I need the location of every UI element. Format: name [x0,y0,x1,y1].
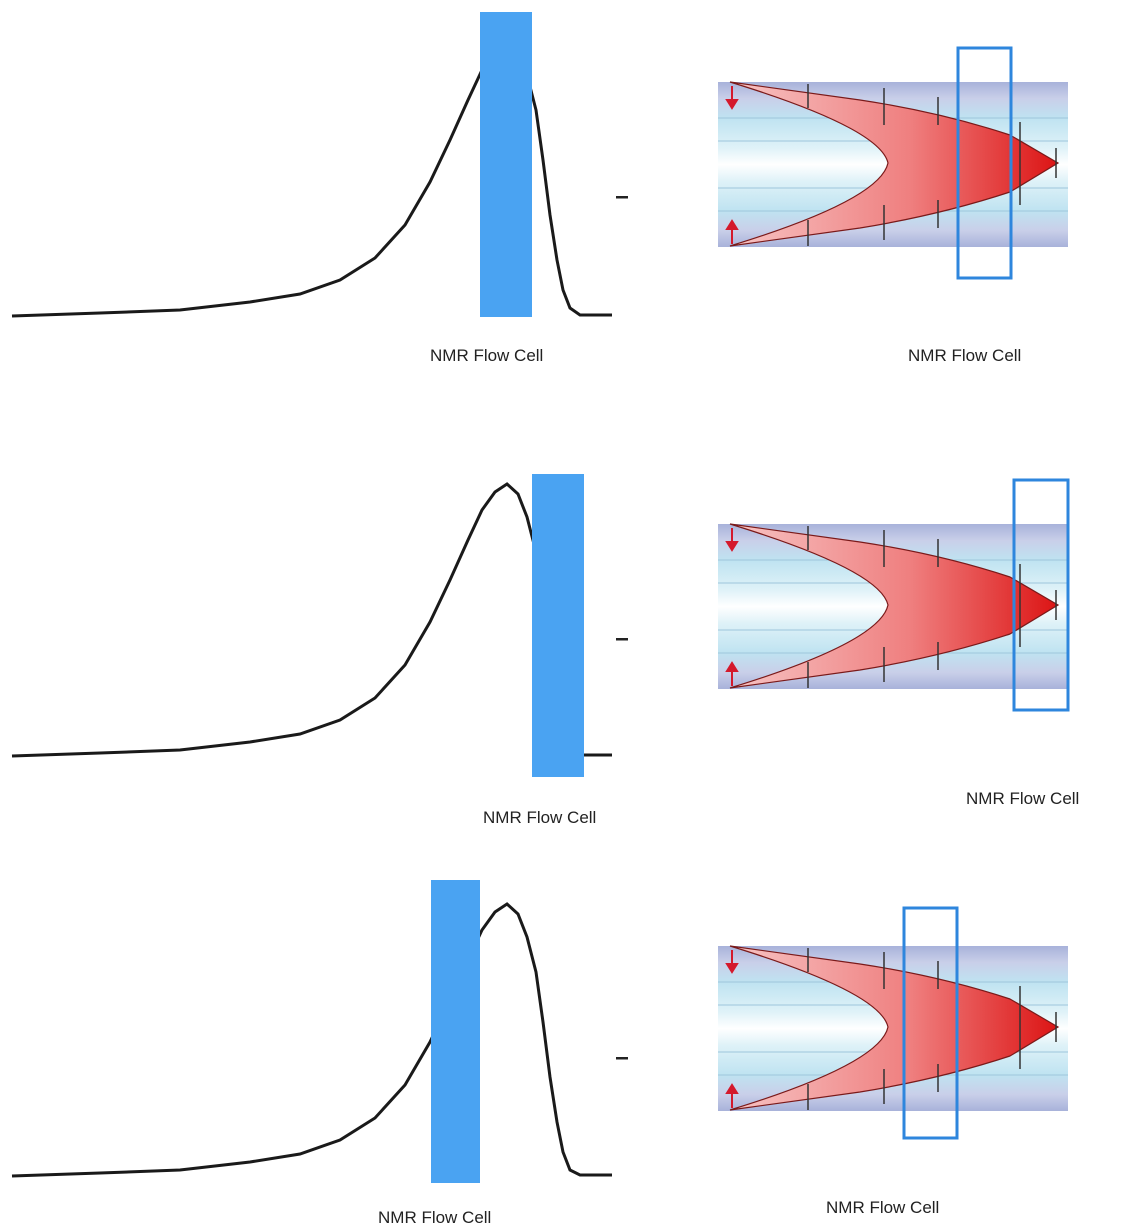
red-arrows [725,86,739,244]
panel-top: NMR Flow Cell NMR Flow Cell [11,12,1068,365]
red-arrows [725,528,739,686]
elution-peak-curve [11,902,612,1178]
tube-profile-bottom [718,906,1068,1140]
elution-peak-chart-top [11,12,612,318]
tube-flow-cell-label: NMR Flow Cell [908,346,1021,365]
peak-flow-cell-label: NMR Flow Cell [378,1208,491,1227]
flow-cell-outline [902,906,959,1140]
flow-cell-window [480,12,532,317]
peak-flow-cell-label: NMR Flow Cell [430,346,543,365]
tube-profile-middle [718,478,1070,712]
dash-mark [616,196,628,199]
elution-peak-chart-bottom [11,880,612,1183]
velocity-arrows [807,948,1057,1110]
panel-middle: NMR Flow Cell NMR Flow Cell [11,474,1079,827]
elution-peak-chart-middle [11,474,612,777]
tube-flow-cell-label: NMR Flow Cell [826,1198,939,1217]
flow-cell-outline [1012,478,1070,712]
tube-flow-cell-label: NMR Flow Cell [966,789,1079,808]
dash-mark [616,1057,628,1060]
flow-cell-window [532,474,584,777]
parabolic-flow-front [729,81,1060,247]
flow-cell-outline [956,46,1013,280]
tube-profile-top [718,46,1068,280]
parabolic-flow-front [729,945,1060,1111]
velocity-arrows [807,84,1057,246]
parabolic-flow-front [729,523,1060,689]
flow-cell-window [431,880,480,1183]
elution-peak-curve [11,482,612,758]
velocity-arrows [807,526,1057,688]
peak-flow-cell-label: NMR Flow Cell [483,808,596,827]
red-arrows [725,950,739,1108]
dash-mark [616,638,628,641]
panel-bottom: NMR Flow Cell NMR Flow Cell [11,880,1068,1227]
